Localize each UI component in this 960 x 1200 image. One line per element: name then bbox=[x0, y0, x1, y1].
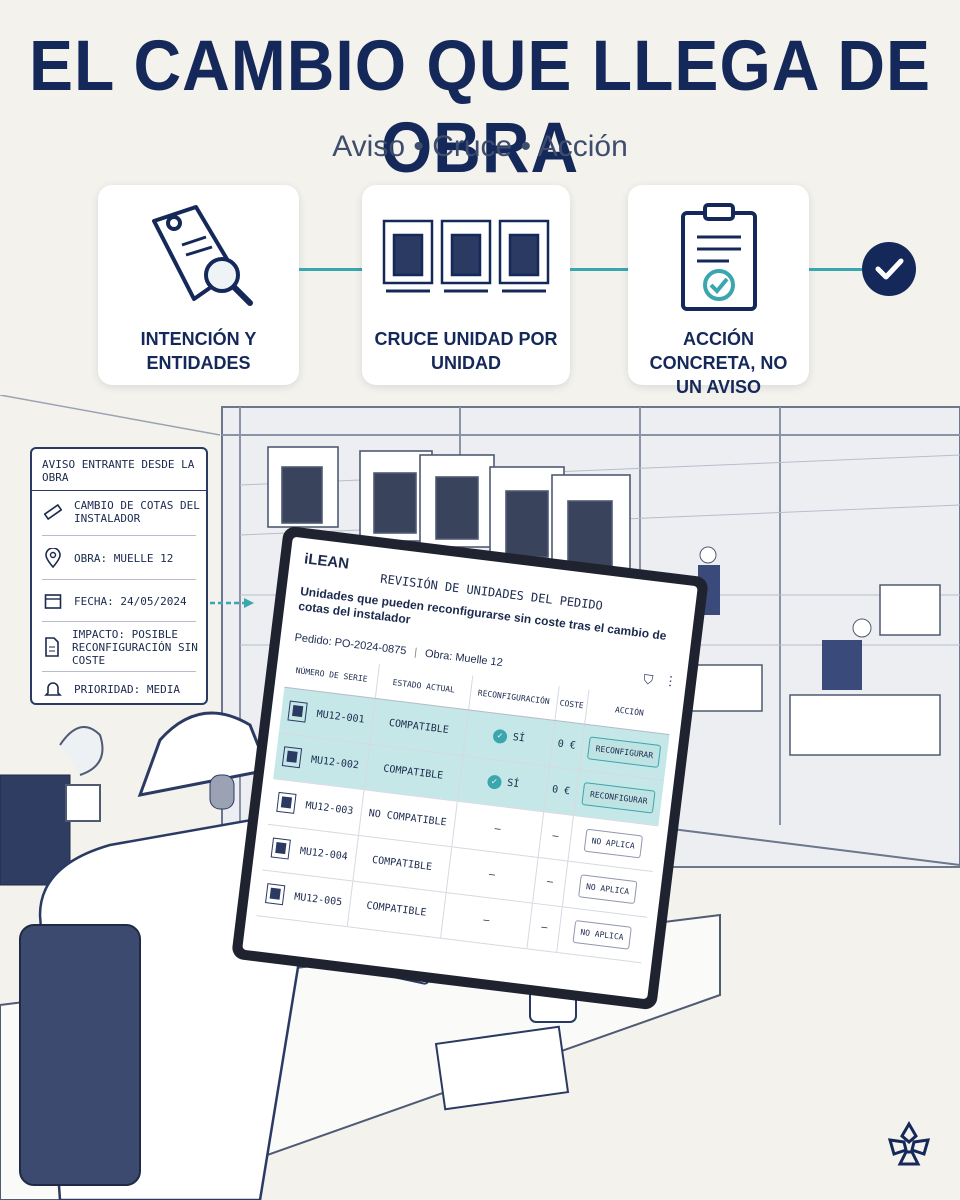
table-toolbar: ⛉ ⋮ bbox=[642, 673, 672, 691]
location-pin-icon bbox=[45, 548, 61, 568]
divider bbox=[42, 621, 196, 622]
notice-item: FECHA: 24/05/2024 bbox=[32, 581, 206, 621]
incoming-notice-card: AVISO ENTRANTE DESDE LA OBRA CAMBIO DE C… bbox=[30, 447, 208, 705]
units-icon bbox=[382, 219, 550, 293]
connector-line bbox=[570, 268, 628, 271]
notice-item-text: FECHA: 24/05/2024 bbox=[74, 594, 187, 608]
divider bbox=[42, 579, 196, 580]
notice-item-text: IMPACTO: POSIBLE RECONFIGURACIÓN SIN COS… bbox=[72, 627, 198, 667]
reconfigure-button[interactable]: RECONFIGURAR bbox=[581, 781, 656, 814]
check-circle-icon bbox=[862, 242, 916, 296]
step-label: CRUCE UNIDAD POR UNIDAD bbox=[374, 329, 558, 373]
divider bbox=[42, 535, 196, 536]
more-options-icon[interactable]: ⋮ bbox=[667, 675, 673, 691]
connector-line bbox=[299, 268, 362, 271]
notice-title: AVISO ENTRANTE DESDE LA OBRA bbox=[32, 449, 206, 491]
step-card-action: ACCIÓN CONCRETA, NO UN AVISO bbox=[628, 185, 809, 397]
bell-icon bbox=[44, 682, 62, 696]
not-applicable-button[interactable]: NO APLICA bbox=[583, 828, 644, 858]
step-label: ACCIÓN CONCRETA, NO UN AVISO bbox=[649, 329, 788, 397]
notice-item: PRIORIDAD: MEDIA bbox=[32, 673, 206, 705]
not-applicable-button[interactable]: NO APLICA bbox=[577, 873, 638, 904]
reconfigure-button[interactable]: RECONFIGURAR bbox=[587, 735, 662, 768]
app-window: iLEAN REVISIÓN DE UNIDADES DEL PEDIDO Un… bbox=[242, 536, 698, 1000]
page-subtitle: Aviso • Cruce • Acción bbox=[332, 130, 628, 163]
serial-cell: MU12-005 bbox=[256, 869, 353, 927]
divider bbox=[42, 671, 196, 672]
step-card-intent: INTENCIÓN Y ENTIDADES bbox=[98, 185, 299, 385]
notice-item-text: CAMBIO DE COTAS DEL INSTALADOR bbox=[74, 499, 200, 525]
column-header[interactable]: COSTE bbox=[554, 686, 589, 724]
unit-icon bbox=[265, 883, 286, 906]
clipboard-check-icon bbox=[680, 203, 757, 311]
serial-text: MU12-005 bbox=[293, 891, 343, 909]
notice-item-text: PRIORIDAD: MEDIA bbox=[74, 682, 180, 696]
page-title: EL CAMBIO QUE LLEGA DE OBRA bbox=[28, 24, 932, 187]
serial-text: MU12-003 bbox=[304, 800, 354, 818]
tag-magnifier-icon bbox=[151, 205, 253, 306]
reconfig-text: SÍ bbox=[512, 732, 526, 745]
units-table: NÚMERO DE SERIE ESTADO ACTUAL RECONFIGUR… bbox=[256, 653, 674, 963]
arrow-icon bbox=[210, 598, 254, 608]
unit-icon bbox=[287, 700, 308, 723]
serial-text: MU12-001 bbox=[315, 708, 366, 726]
step-label: INTENCIÓN Y ENTIDADES bbox=[140, 329, 257, 373]
notice-item: CAMBIO DE COTAS DEL INSTALADOR bbox=[32, 489, 206, 535]
ruler-icon bbox=[44, 503, 62, 521]
check-icon: ✓ bbox=[492, 728, 508, 745]
reconfig-cell: — bbox=[440, 891, 533, 949]
unit-icon bbox=[282, 746, 303, 769]
connector-line bbox=[809, 268, 862, 271]
serial-text: MU12-004 bbox=[299, 845, 349, 863]
notice-item: IMPACTO: POSIBLE RECONFIGURACIÓN SIN COS… bbox=[32, 623, 206, 671]
notice-item-text: OBRA: MUELLE 12 bbox=[74, 551, 174, 565]
serial-text: MU12-002 bbox=[310, 754, 360, 772]
filter-icon[interactable]: ⛉ bbox=[642, 672, 654, 689]
action-cell: NO APLICA bbox=[556, 906, 648, 963]
brand-logo-icon bbox=[887, 1121, 931, 1166]
reconfig-text: SÍ bbox=[506, 777, 520, 791]
document-icon bbox=[45, 637, 59, 657]
site-name: Obra: Muelle 12 bbox=[424, 647, 504, 670]
notice-item: OBRA: MUELLE 12 bbox=[32, 537, 206, 579]
unit-icon bbox=[270, 837, 292, 860]
monitor: iLEAN REVISIÓN DE UNIDADES DEL PEDIDO Un… bbox=[231, 525, 709, 1011]
check-icon: ✓ bbox=[486, 774, 503, 790]
step-card-cross: CRUCE UNIDAD POR UNIDAD bbox=[362, 185, 570, 385]
calendar-icon bbox=[44, 594, 62, 609]
order-number: Pedido: PO-2024-0875 bbox=[293, 631, 408, 658]
not-applicable-button[interactable]: NO APLICA bbox=[572, 919, 632, 950]
unit-icon bbox=[276, 791, 297, 814]
